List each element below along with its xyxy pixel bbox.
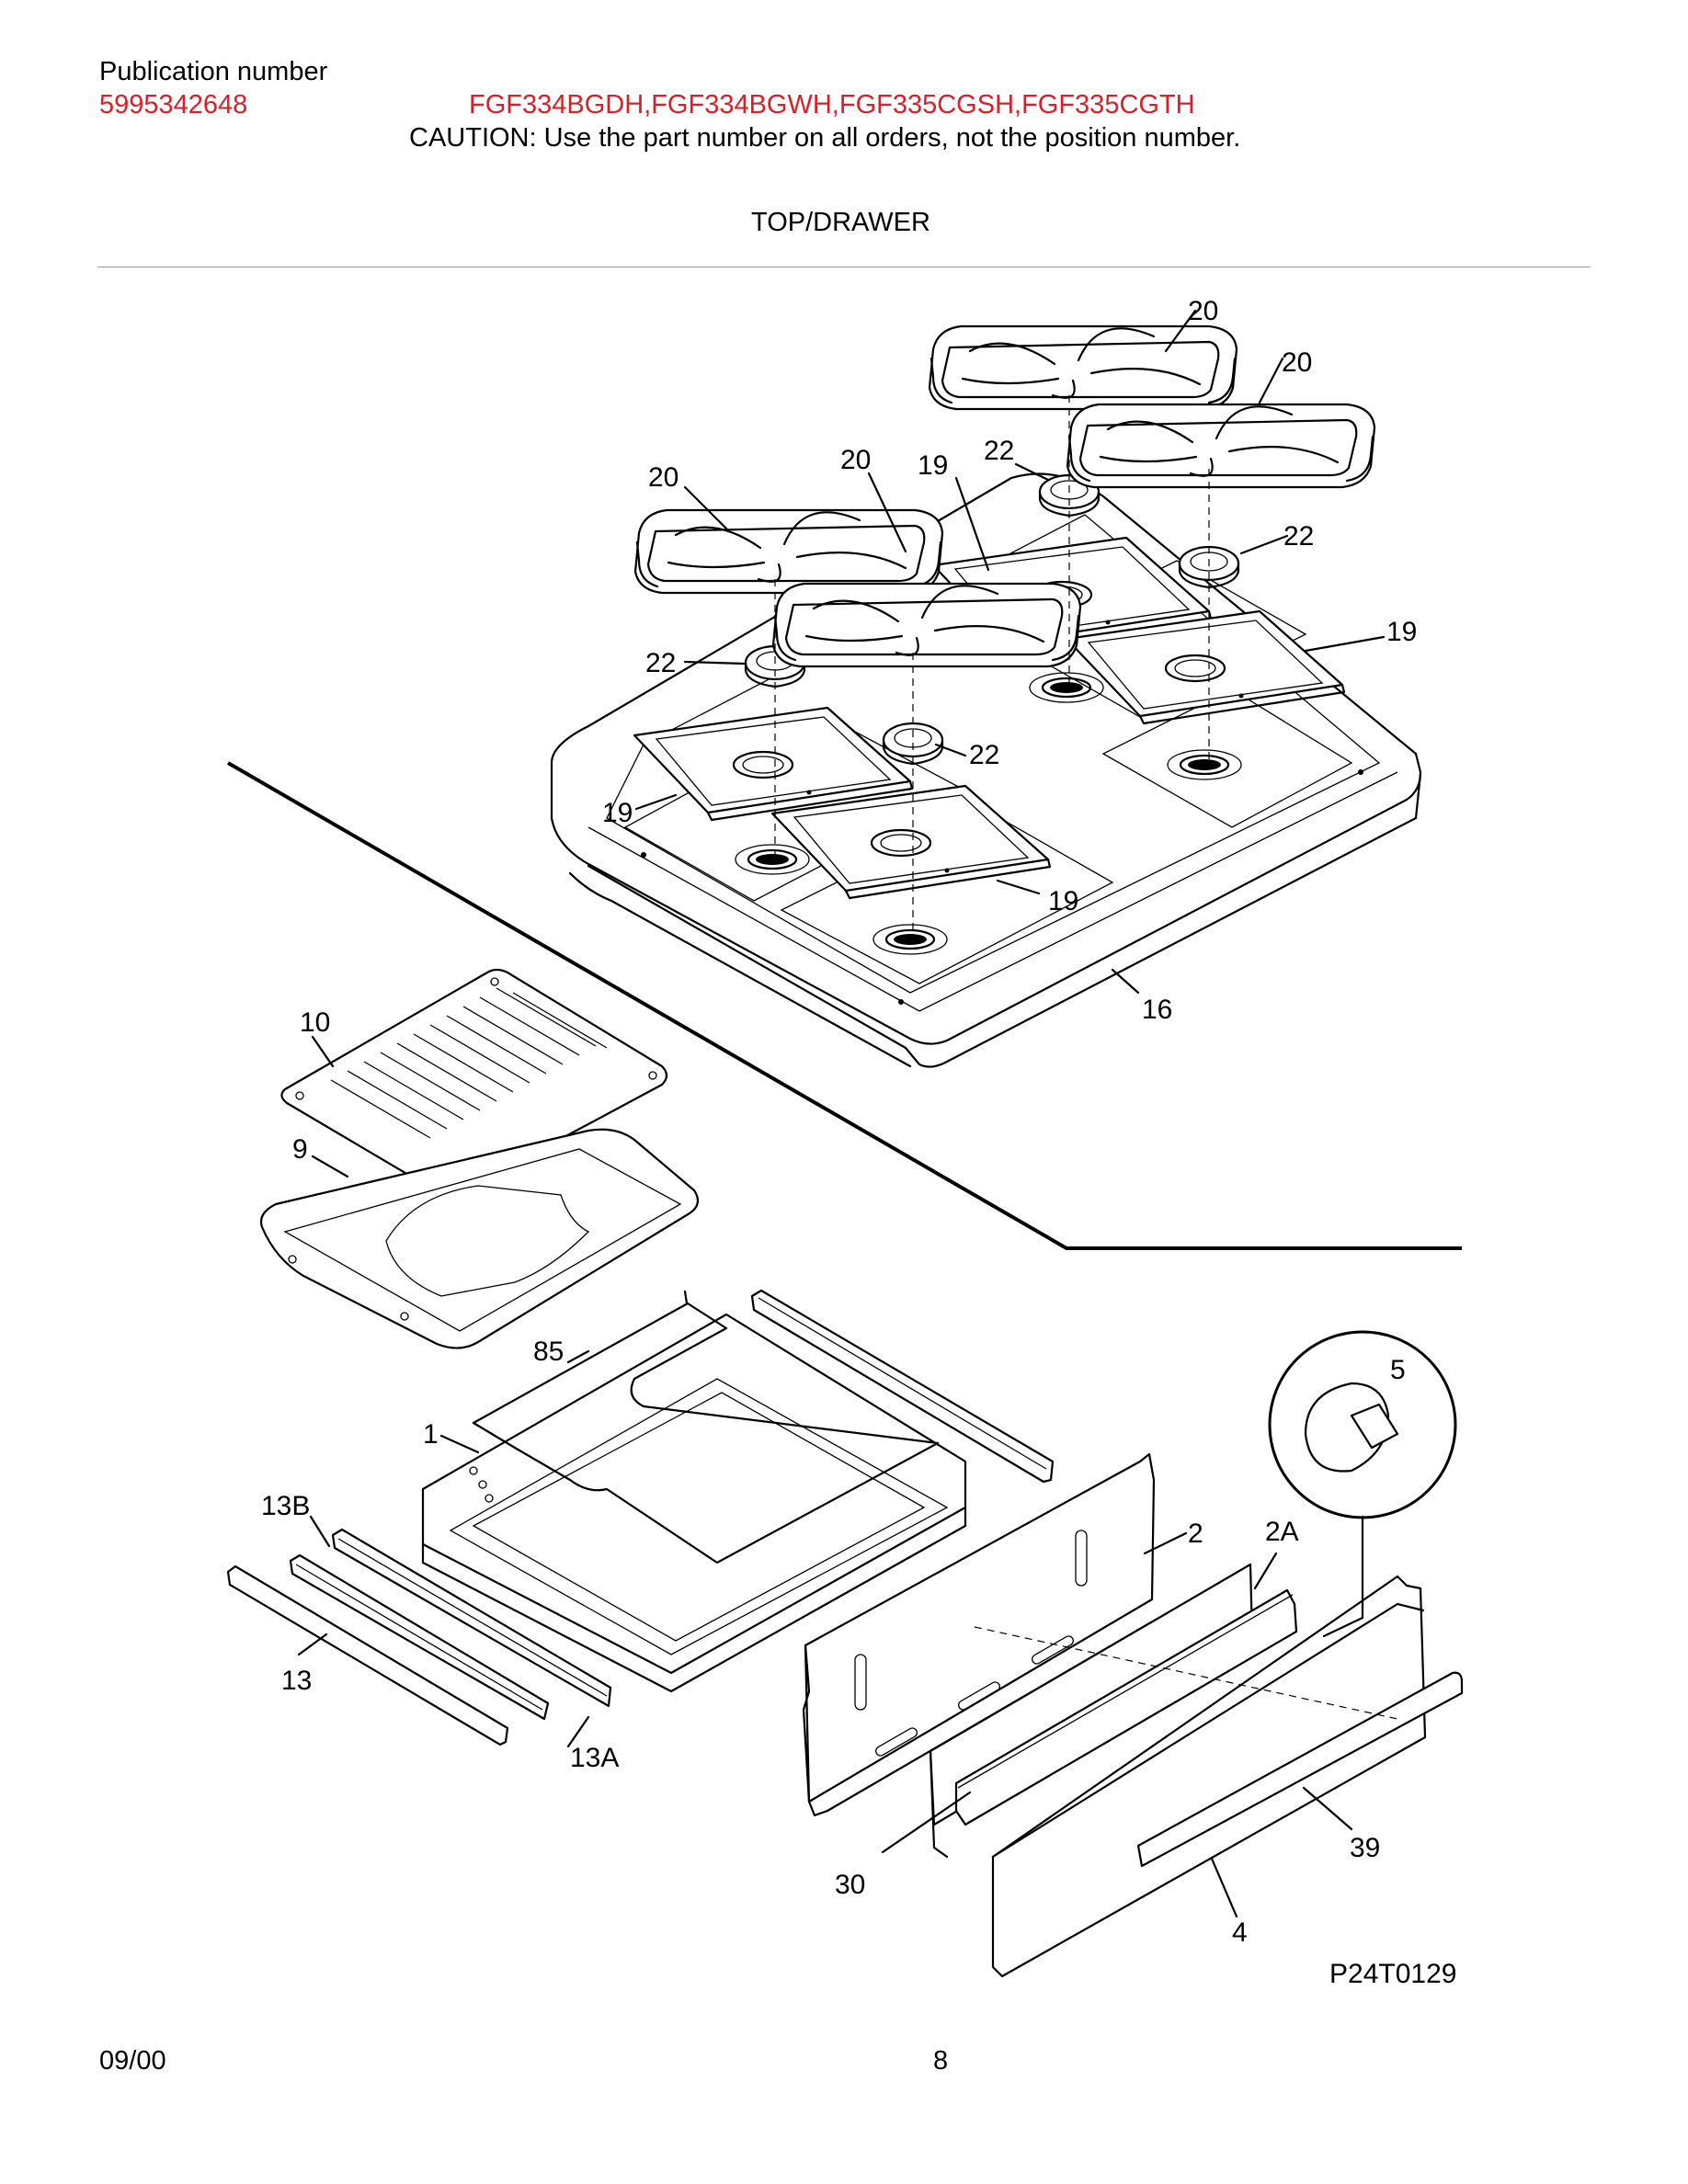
footer-date: 09/00 bbox=[99, 2046, 166, 2076]
callout-13b: 13B bbox=[261, 1491, 310, 1521]
callout-85-drawer-rack: 85 bbox=[533, 1337, 564, 1367]
alignment-lines bbox=[774, 395, 1210, 936]
callout-4-front-panel: 4 bbox=[1232, 1917, 1248, 1948]
drawer-body bbox=[421, 1313, 967, 1693]
callout-20-left-front: 20 bbox=[840, 445, 871, 475]
callout-20-upper-right: 20 bbox=[1282, 347, 1312, 378]
drawer-front-frame bbox=[929, 1563, 1298, 1859]
drawer-slides bbox=[226, 1528, 612, 1746]
callout-9-broiler-pan: 9 bbox=[292, 1134, 308, 1165]
page-number: 8 bbox=[933, 2046, 949, 2076]
drawer-front-panel bbox=[974, 1575, 1464, 1978]
callout-2-back-panel: 2 bbox=[1188, 1519, 1203, 1549]
callout-30-trim: 30 bbox=[835, 1870, 865, 1900]
leader-lines bbox=[297, 309, 1386, 1918]
callout-19-back-left: 19 bbox=[918, 450, 948, 481]
callout-2a-front-frame: 2A bbox=[1265, 1517, 1299, 1547]
caution-note: CAUTION: Use the part number on all orde… bbox=[409, 123, 1241, 153]
callout-20-left-back: 20 bbox=[648, 462, 679, 493]
callout-labels: 20 20 20 20 19 22 22 19 22 22 19 19 16 1… bbox=[261, 296, 1456, 1989]
section-title: TOP/DRAWER bbox=[751, 208, 930, 237]
callout-19-front-left: 19 bbox=[602, 798, 633, 828]
callout-39-handle: 39 bbox=[1350, 1833, 1380, 1863]
publication-number: 5995342648 bbox=[99, 90, 248, 119]
broiler-pan bbox=[259, 1128, 700, 1349]
callout-22-right: 22 bbox=[1283, 521, 1314, 552]
callout-19-front-right: 19 bbox=[1048, 886, 1078, 916]
callout-5-knob: 5 bbox=[1390, 1355, 1406, 1385]
broiler-grid bbox=[280, 968, 668, 1198]
callout-10-broiler-grid: 10 bbox=[300, 1007, 330, 1038]
callout-22-front: 22 bbox=[969, 740, 999, 770]
drawer-side-rail bbox=[750, 1289, 1055, 1484]
model-numbers: FGF334BGDH,FGF334BGWH,FGF335CGSH,FGF335C… bbox=[469, 90, 1195, 119]
callout-22-left: 22 bbox=[645, 648, 676, 678]
section-separator-line bbox=[226, 761, 1462, 1250]
callout-19-right: 19 bbox=[1386, 617, 1417, 647]
diagram-code: P24T0129 bbox=[1329, 1959, 1456, 1989]
drawer-rack bbox=[472, 1290, 940, 1564]
callout-20-upper-back: 20 bbox=[1188, 296, 1218, 326]
callout-22-top: 22 bbox=[984, 436, 1014, 466]
cooktop-main-top bbox=[550, 472, 1422, 1068]
callout-1-drawer-body: 1 bbox=[423, 1419, 439, 1450]
callout-16-cooktop: 16 bbox=[1142, 995, 1172, 1025]
knob-detail-circle bbox=[1268, 1330, 1457, 1638]
publication-label: Publication number bbox=[99, 57, 328, 86]
callout-13: 13 bbox=[281, 1666, 312, 1696]
exploded-parts-diagram: 20 20 20 20 19 22 22 19 22 22 19 19 16 1… bbox=[226, 296, 1464, 1989]
callout-13a: 13A bbox=[570, 1743, 619, 1773]
